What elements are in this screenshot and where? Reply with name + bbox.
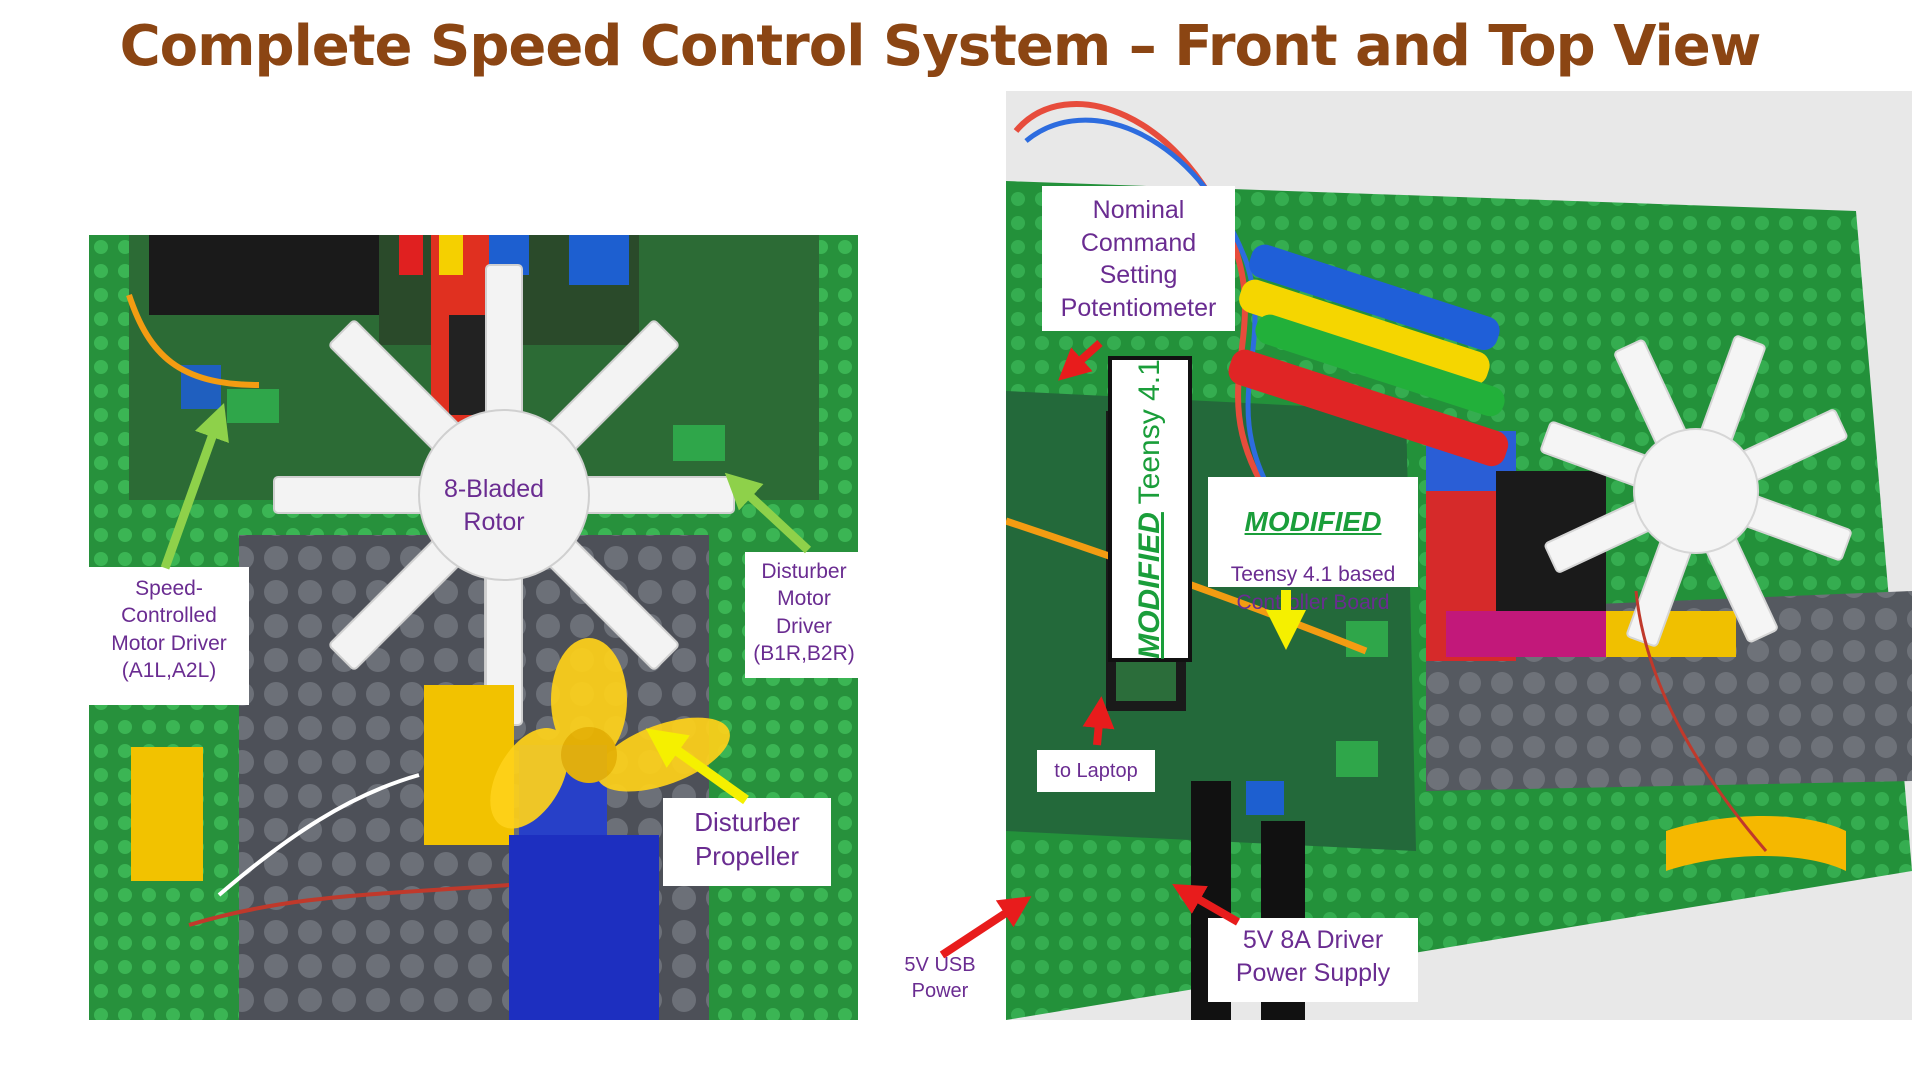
teensy-name-text: Teensy 4.1 (1133, 359, 1166, 513)
teensy-modified-text: MODIFIED (1133, 512, 1166, 659)
speed-driver-label: Speed- Controlled Motor Driver (A1L,A2L) (89, 567, 249, 705)
board-name-text: Teensy 4.1 based Controller Board (1230, 562, 1396, 615)
front-view-photo (89, 235, 858, 1020)
controller-board-label: MODIFIED Teensy 4.1 based Controller Boa… (1208, 477, 1418, 614)
slide-title: Complete Speed Control System – Front an… (119, 14, 1762, 79)
propeller-label: Disturber Propeller (663, 798, 831, 886)
usb-power-label: 5V USB Power (904, 954, 976, 1002)
potentiometer-label: Nominal Command Setting Potentiometer (1042, 186, 1235, 331)
laptop-label: to Laptop (1037, 750, 1155, 792)
rotor-label: 8-Bladed Rotor (443, 475, 545, 536)
teensy-vertical-label: MODIFIED Teensy 4.1 (1108, 356, 1192, 662)
driver-supply-label: 5V 8A Driver Power Supply (1208, 918, 1418, 1002)
disturber-driver-label: Disturber Motor Driver (B1R,B2R) (745, 552, 863, 678)
board-modified-text: MODIFIED (1244, 505, 1382, 537)
